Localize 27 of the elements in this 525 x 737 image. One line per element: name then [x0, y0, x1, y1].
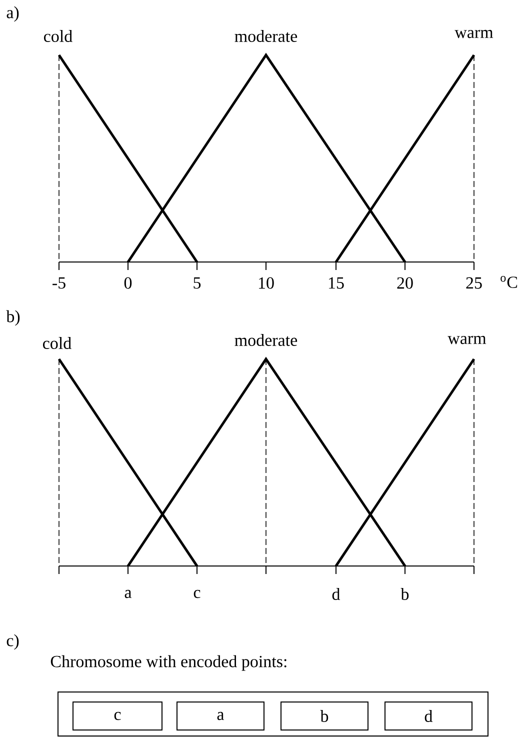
tick-label: 15 — [328, 277, 344, 289]
tick-label: d — [332, 588, 340, 600]
curve-label: cold — [44, 30, 72, 42]
tick-label: 5 — [194, 277, 201, 289]
panel-label: c) — [6, 634, 19, 650]
tick-label: 20 — [397, 277, 413, 289]
tick-label: b — [400, 588, 409, 600]
tick-label: -5 — [52, 277, 66, 289]
tick-label: 10 — [258, 277, 274, 289]
curve-label: warm — [448, 336, 486, 344]
curve-label: cold — [43, 337, 72, 349]
curve-label: warm — [454, 30, 494, 38]
unit-label: $^{o}$C — [500, 276, 518, 288]
panel-label: b) — [6, 310, 20, 326]
chromosome-box — [58, 692, 488, 736]
gene-box: c — [72, 702, 162, 730]
tick-label: a — [124, 590, 132, 598]
gene-box: a — [176, 702, 264, 730]
tick-label: 0 — [124, 277, 132, 289]
gene-box: b — [280, 702, 368, 730]
heading-text: Chromosome with encoded points: — [50, 655, 286, 671]
curve-label: moderate — [234, 30, 298, 42]
curve-label: moderate — [234, 334, 298, 346]
panel-label: a) — [6, 6, 19, 22]
tick-label: c — [194, 590, 200, 598]
gene-box: d — [384, 702, 472, 730]
tick-label: 25 — [466, 277, 482, 289]
